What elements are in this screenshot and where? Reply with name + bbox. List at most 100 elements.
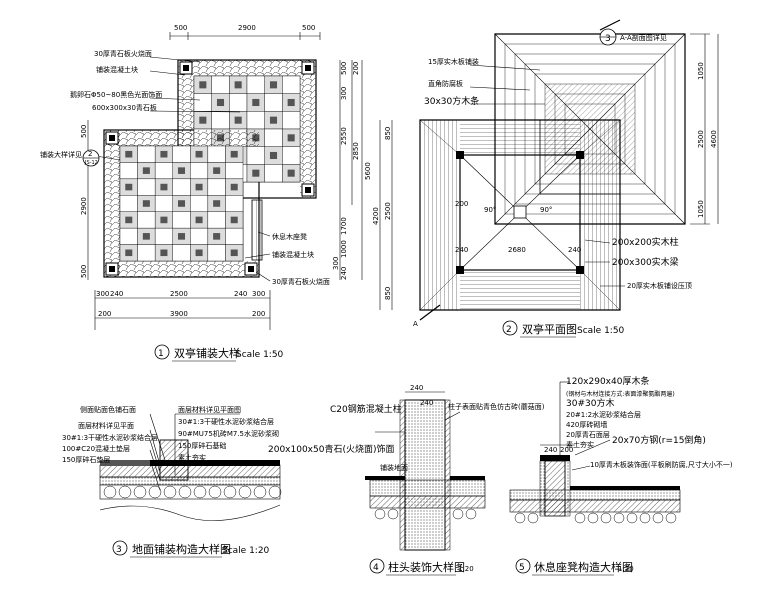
d3-note-r4: 150厚碎石基础 [178,441,226,450]
d3-note-r1: 面层材料详见平面图 [178,405,241,414]
plan2-right-dim-3: 1050 [697,200,705,218]
d5-top-dim-2: 200 [560,446,573,454]
plan1-right-dim-a2: 300 [340,87,348,100]
plan1-note-1: 30厚青石板火烧面 [94,49,152,58]
d4-title: 柱头装饰大样图 [388,560,465,574]
plan1-note-r3: 30厚青石板火烧面 [272,277,330,286]
d5-note-mid: 10厚青木板装饰面(平板刷防腐,尺寸大小不一) [590,460,733,469]
d4-title-num: 4 [373,563,379,573]
plan2-title-num: 2 [506,325,512,335]
plan2-section-mark: A [413,320,418,328]
plan2-title: 双亭平面图 [522,322,577,336]
d4-label-1: C20钢筋混凝土柱 [330,403,402,415]
plan2-right-dim-4: 4600 [710,130,718,148]
plan2-left-dim-1: 850 [384,127,392,140]
plan1-bottom-dim-2c: 200 [252,310,265,318]
d5-title-num: 5 [519,563,525,573]
plan1-left-dim-3: 500 [80,265,88,278]
d4-top-dim-1: 240 [410,384,423,392]
d5-note-right: 20x70方钢(r=15倒角) [612,434,706,446]
d4-label-2: 200x100x50青石(火烧面)饰面 [268,443,394,455]
plan2-note-r3: 20厚实木板铺设压顶 [627,281,692,290]
plan1-bottom-dim-1d: 240 [234,290,247,298]
plan1-right-dim-c3: 300 [332,257,340,270]
plan1-right-dim-c2: 1000 [340,240,348,258]
plan1-note-4: 600x300x30青石板 [92,103,157,112]
d5-note-3: 30#30方木 [566,397,614,409]
d5-top-dim-1: 240 [544,446,557,454]
d3-note-r3: 90#MU75机砖M7.5水泥砂浆砌 [178,429,279,438]
plan1-right-dim-c1: 1700 [340,217,348,235]
d3-scale: Scale 1:20 [222,546,270,556]
d3-note-l2: 面层材料详见平面 [78,421,134,430]
plan1-bottom-dim-2a: 200 [98,310,111,318]
d3-note-r2: 30#1:3干硬性水泥砂浆结合层 [178,417,274,426]
plan2-left-dim-2: 2500 [384,202,392,220]
plan1-paving-plan [82,32,363,330]
plan1-right-dim-a3: 200 [352,62,360,75]
d4-scale: 1:20 [458,565,474,573]
plan1-right-dim-c4: 240 [340,267,348,280]
plan1-bottom-dim-1c: 2500 [170,290,188,298]
detail5-bench-detail [509,381,681,524]
detail3-paving-section [99,413,282,521]
d3-note-l5: 150厚碎石垫层 [62,455,110,464]
plan2-note-r2: 200x300实木梁 [612,256,679,268]
plan1-right-dim-b3: 5600 [364,162,372,180]
plan1-bottom-dim-1b: 240 [110,290,123,298]
plan1-note-r1: 休息木座凳 [272,232,307,241]
plan2-ref-title: A-A剖面图详见 [620,33,667,42]
plan2-inner-1: 200 [455,200,468,208]
d5-note-2: (钢材与木材连接方式:表面漆聚氨酯两遍) [566,390,675,398]
plan1-note-2: 铺装混凝土块 [96,65,138,74]
d4-label-right: 柱子表面贴青色仿古砖(蘑菇面) [448,402,545,411]
plan2-left-dim-4: 4200 [372,207,380,225]
plan2-scale: Scale 1:50 [577,326,625,336]
d5-note-1: 120x290x40厚木条 [566,375,649,387]
plan2-left-dim-3: 850 [384,287,392,300]
plan1-top-dim-3: 500 [302,24,315,32]
plan1-ref-code: JS-12 [84,160,98,166]
plan1-title: 双亭铺装大样 [174,346,240,360]
plan2-note-r1: 200x200实木柱 [612,236,679,248]
plan1-right-dim-b1: 2550 [340,127,348,145]
plan1-note-5: 铺装大样详见 [40,150,82,159]
d3-note-r5: 素土夯实 [178,453,206,462]
plan1-bottom-dim-1e: 300 [252,290,265,298]
d5-scale: 1:20 [618,565,634,573]
plan1-title-num: 1 [158,349,164,359]
d4-top-dim-2: 240 [420,399,433,407]
plan2-inner-4: 2680 [508,246,526,254]
plan2-inner-3: 240 [455,246,468,254]
plan1-left-dim-2: 2900 [80,197,88,215]
plan1-note-3: 鹅卵石Φ50~80黑色光面饰面 [70,90,162,99]
plan1-right-dim-a1: 500 [340,62,348,75]
plan2-right-dim-2: 2500 [697,130,705,148]
plan2-ref-num: 3 [605,34,611,44]
plan1-bottom-dim-2b: 3900 [170,310,188,318]
plan1-top-dim-2: 2900 [238,24,256,32]
plan1-left-dim-1: 500 [80,125,88,138]
plan2-note-1: 15厚实木板铺装 [428,57,479,66]
plan1-ref-num: 2 [88,150,92,158]
plan2-note-3: 30x30方木条 [424,95,479,107]
d3-note-l1: 侧面贴面色铺石面 [80,405,136,414]
plan2-right-dim-1: 1050 [697,62,705,80]
plan2-inner-5: 240 [568,246,581,254]
d5-note-6: 20厚青石面层 [566,430,610,439]
d4-label-3: 铺装地面 [380,463,408,472]
plan1-scale: Scale 1:50 [236,350,284,360]
detail4-column-detail [365,391,486,551]
d5-note-4: 20#1:2水泥砂浆结合层 [566,410,641,419]
d5-note-7: 素土夯实 [566,440,594,449]
d3-note-l3: 30#1:3干硬性水泥砂浆结合层 [62,433,158,442]
plan1-note-r2: 铺装混凝土块 [272,250,314,259]
d3-title: 地面铺装构造大样图 [132,542,231,556]
d5-note-5: 420厚砖砌墙 [566,420,607,429]
d3-note-l4: 100#C20混凝土垫层 [62,444,130,453]
plan1-right-dim-b2: 2850 [352,142,360,160]
plan2-note-2: 直角防腐板 [428,79,463,88]
plan1-top-dim-1: 500 [174,24,187,32]
plan2-roof-plan [379,19,719,321]
